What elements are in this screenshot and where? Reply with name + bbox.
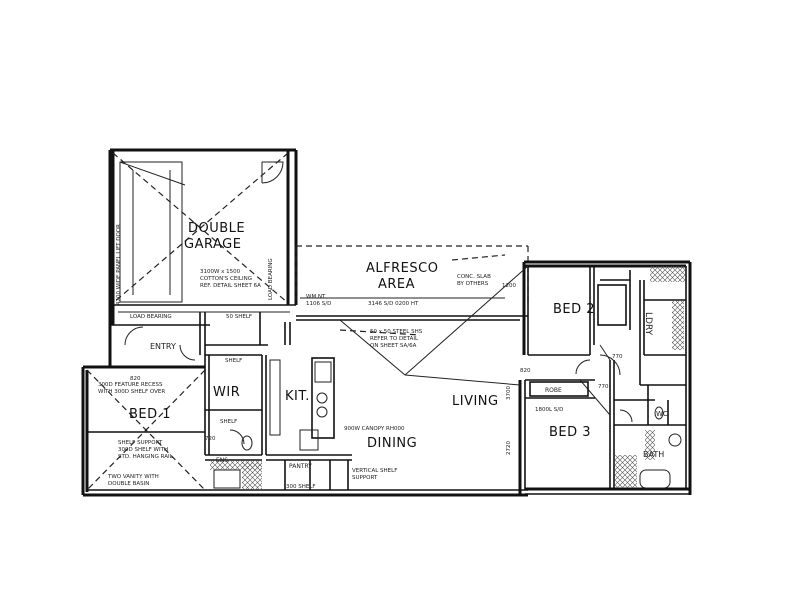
note-niche-2: WITH 300D SHELF OVER xyxy=(98,389,165,395)
note-shelf-support-3: STD. HANGING RAIL xyxy=(118,454,174,460)
room-label-bath: BATH xyxy=(643,450,664,459)
dim-820-b: 820 xyxy=(520,368,531,374)
note-vanity-1: TWO VANITY WITH xyxy=(107,474,159,480)
panel-lift-door-outline xyxy=(119,161,183,303)
note-steel-2: REFER TO DETAIL xyxy=(370,336,419,342)
house-walls xyxy=(81,260,692,497)
alfresco-outline xyxy=(295,245,529,302)
robe-bed2 xyxy=(597,284,627,326)
note-conc-slab-1: CONC. SLAB xyxy=(457,274,491,280)
room-label-alfresco-1: ALFRESCO xyxy=(366,261,438,276)
dim-720: 720 xyxy=(205,436,216,442)
bath-fixtures xyxy=(213,406,682,489)
note-shelf-wir: SHELF xyxy=(225,358,242,364)
note-garage-ceiling-2: COTTON'S CEILING xyxy=(200,276,252,282)
note-robe-dim: 1800L S/D xyxy=(535,407,563,413)
room-label-entry: ENTRY xyxy=(150,342,176,351)
note-vanity-2: DOUBLE BASIN xyxy=(108,481,149,487)
room-label-kit: KIT. xyxy=(285,389,310,404)
dim-770-b: 770 xyxy=(598,384,609,390)
note-shelf-300: 300 SHELF xyxy=(286,484,316,490)
note-shelf-support-2: 300D SHELF WITH xyxy=(118,447,168,453)
room-label-wc: WC xyxy=(656,410,668,418)
dim-770-a: 770 xyxy=(612,354,623,360)
note-alfresco-dim: 3146 S/D 0200 HT xyxy=(368,301,419,307)
note-shelf-wir-2: SHELF xyxy=(220,419,237,425)
note-garage-ceiling-1: 3100W x 1500 xyxy=(200,269,241,275)
note-garage-door: 4200 WIDE PANEL LIFT DOOR xyxy=(116,224,122,305)
tile-hatch xyxy=(210,266,685,490)
room-label-bed3: BED 3 xyxy=(549,425,591,440)
dim-1200: 1200 xyxy=(502,283,516,289)
room-label-bed1: BED 1 xyxy=(129,407,171,422)
dim-820-a: 820 xyxy=(130,376,141,382)
note-shelf-50: 50 SHELF xyxy=(226,314,252,320)
room-label-alfresco-2: AREA xyxy=(378,277,415,292)
note-load-bearing-vertical: LOAD BEARING xyxy=(268,258,274,300)
room-label-dining: DINING xyxy=(367,436,417,451)
room-label-robe: ROBE xyxy=(545,387,562,394)
room-label-ldry: LDRY xyxy=(643,312,653,336)
room-label-living: LIVING xyxy=(452,394,499,409)
dim-2720: 2720 xyxy=(506,441,512,455)
room-label-double-garage-1: DOUBLE xyxy=(188,221,245,236)
kitchen-fixtures xyxy=(269,357,335,451)
room-label-bed2: BED 2 xyxy=(553,302,595,317)
note-shelf-support-1: SHELF SUPPORT xyxy=(118,440,163,446)
interior-walls xyxy=(87,266,686,490)
door-swings xyxy=(124,161,633,445)
note-vertical-shelf-2: SUPPORT xyxy=(352,475,378,481)
garage-walls xyxy=(108,148,298,325)
note-niche-1: 300D FEATURE RECESS xyxy=(98,382,163,388)
note-conc-slab-2: BY OTHERS xyxy=(457,281,489,287)
room-label-pantry: PANTRY xyxy=(289,463,312,470)
note-vertical-shelf-1: VERTICAL SHELF xyxy=(352,468,397,474)
note-garage-ceiling-3: REF. DETAIL SHEET 6A xyxy=(200,283,261,289)
dim-3700: 3700 xyxy=(506,386,512,400)
note-load-bearing: LOAD BEARING xyxy=(130,314,172,320)
note-wm-nt-2: 1106 S/D xyxy=(306,301,331,307)
note-steel-1: 50 x 50 STEEL SHS xyxy=(370,329,423,335)
note-steel-3: ON SHEET SA/6A xyxy=(370,343,417,349)
room-label-ens: ENS xyxy=(216,457,228,464)
diagonal-lines xyxy=(86,152,611,491)
note-canopy: 900W CANOPY RH000 xyxy=(344,426,405,432)
room-label-wir: WIR xyxy=(213,385,240,400)
note-wm-nt-1: WM NT xyxy=(306,294,326,300)
room-label-double-garage-2: GARAGE xyxy=(184,237,241,252)
robe-bed3 xyxy=(529,381,589,397)
